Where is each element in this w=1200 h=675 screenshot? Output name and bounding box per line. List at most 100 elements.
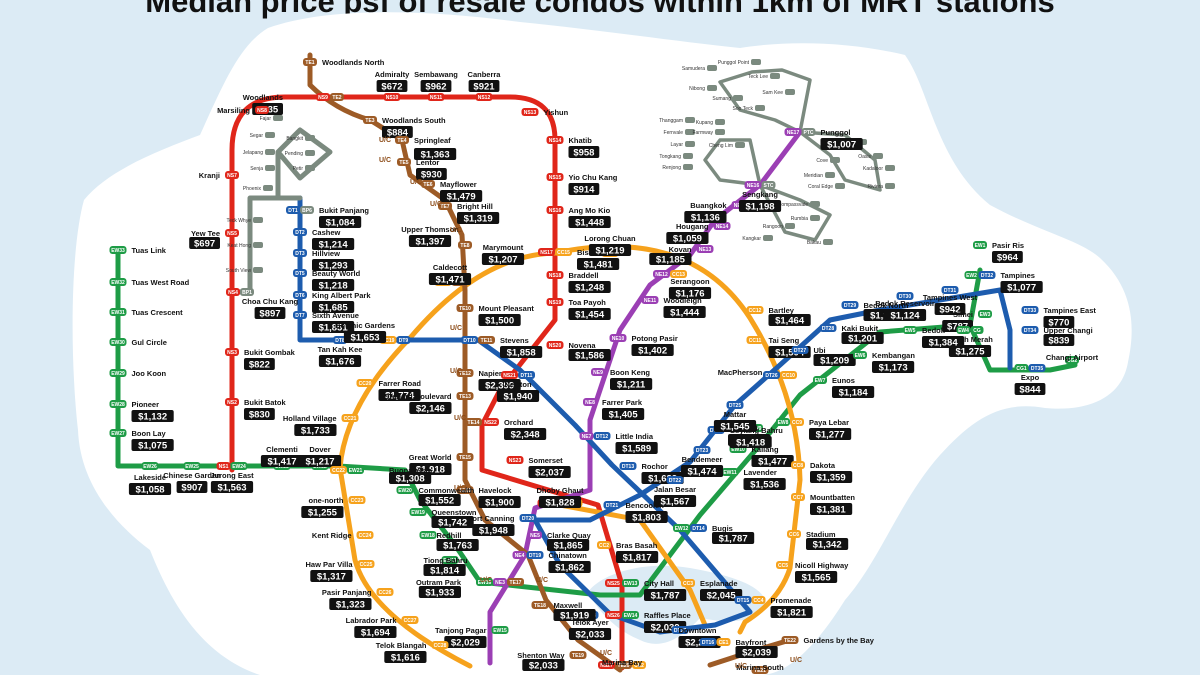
station-dhoby-ghaut[interactable]: NS24NE6CC1Dhoby Ghaut$1,828	[536, 486, 584, 508]
station-lorong-chuan[interactable]: CC14Lorong Chuan$1,219	[584, 234, 636, 257]
station-clementi[interactable]: EW23Clementi$1,417	[260, 445, 304, 470]
station-marymount[interactable]: CC16Marymount$1,207	[481, 243, 525, 265]
